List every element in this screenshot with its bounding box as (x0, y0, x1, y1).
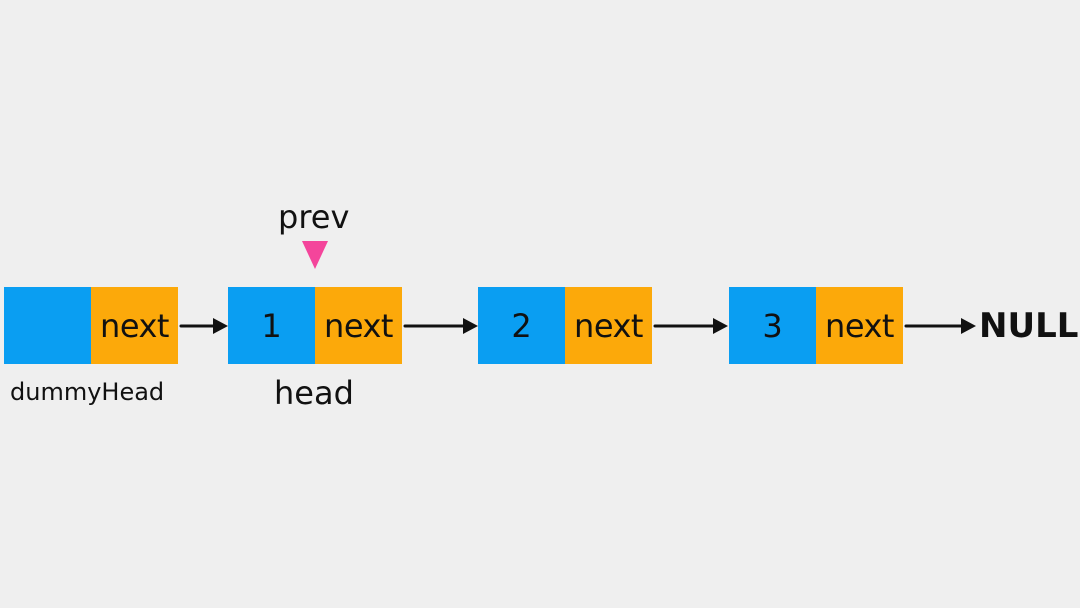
node-next-cell: next (565, 287, 652, 364)
node-1: 1 next (228, 287, 402, 364)
arrow-3-to-null (904, 318, 976, 334)
null-terminal-label: NULL (979, 306, 1079, 346)
arrow-1-to-2 (403, 318, 478, 334)
prev-pointer-label: prev (278, 198, 350, 236)
node-next-cell: next (816, 287, 903, 364)
node-value-cell (4, 287, 91, 364)
node-value-cell: 3 (729, 287, 816, 364)
node-value-cell: 1 (228, 287, 315, 364)
arrow-dummy-to-1 (179, 318, 228, 334)
node-value-cell: 2 (478, 287, 565, 364)
node-dummy-head: next (4, 287, 178, 364)
node-2: 2 next (478, 287, 652, 364)
dummy-head-label: dummyHead (10, 378, 165, 406)
node-next-cell: next (91, 287, 178, 364)
prev-pointer-triangle-icon (302, 241, 328, 269)
node-next-cell: next (315, 287, 402, 364)
node-3: 3 next (729, 287, 903, 364)
head-label: head (274, 374, 354, 412)
arrow-2-to-3 (653, 318, 728, 334)
